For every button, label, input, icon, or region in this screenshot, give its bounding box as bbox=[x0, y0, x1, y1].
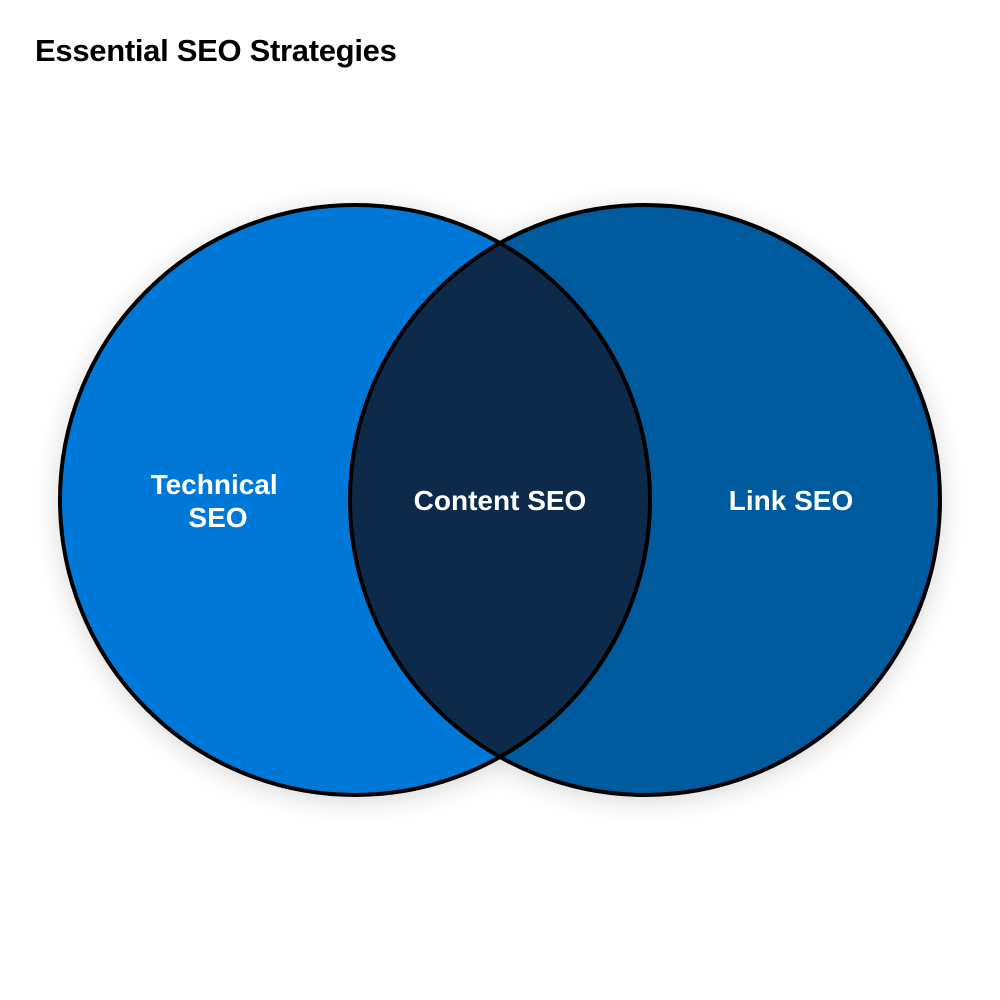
venn-shapes bbox=[60, 205, 940, 795]
label-technical-seo: Technical SEO bbox=[151, 469, 286, 533]
outline-right bbox=[348, 203, 942, 797]
circle-outlines bbox=[58, 203, 942, 797]
label-content-seo: Content SEO bbox=[414, 485, 587, 516]
intersection-content-seo bbox=[350, 205, 650, 795]
label-technical-seo-line2: SEO bbox=[188, 502, 247, 533]
outline-left bbox=[58, 203, 652, 797]
label-technical-seo-line1: Technical bbox=[151, 469, 278, 500]
diagram-title: Essential SEO Strategies bbox=[35, 33, 397, 68]
label-link-seo: Link SEO bbox=[729, 485, 853, 516]
